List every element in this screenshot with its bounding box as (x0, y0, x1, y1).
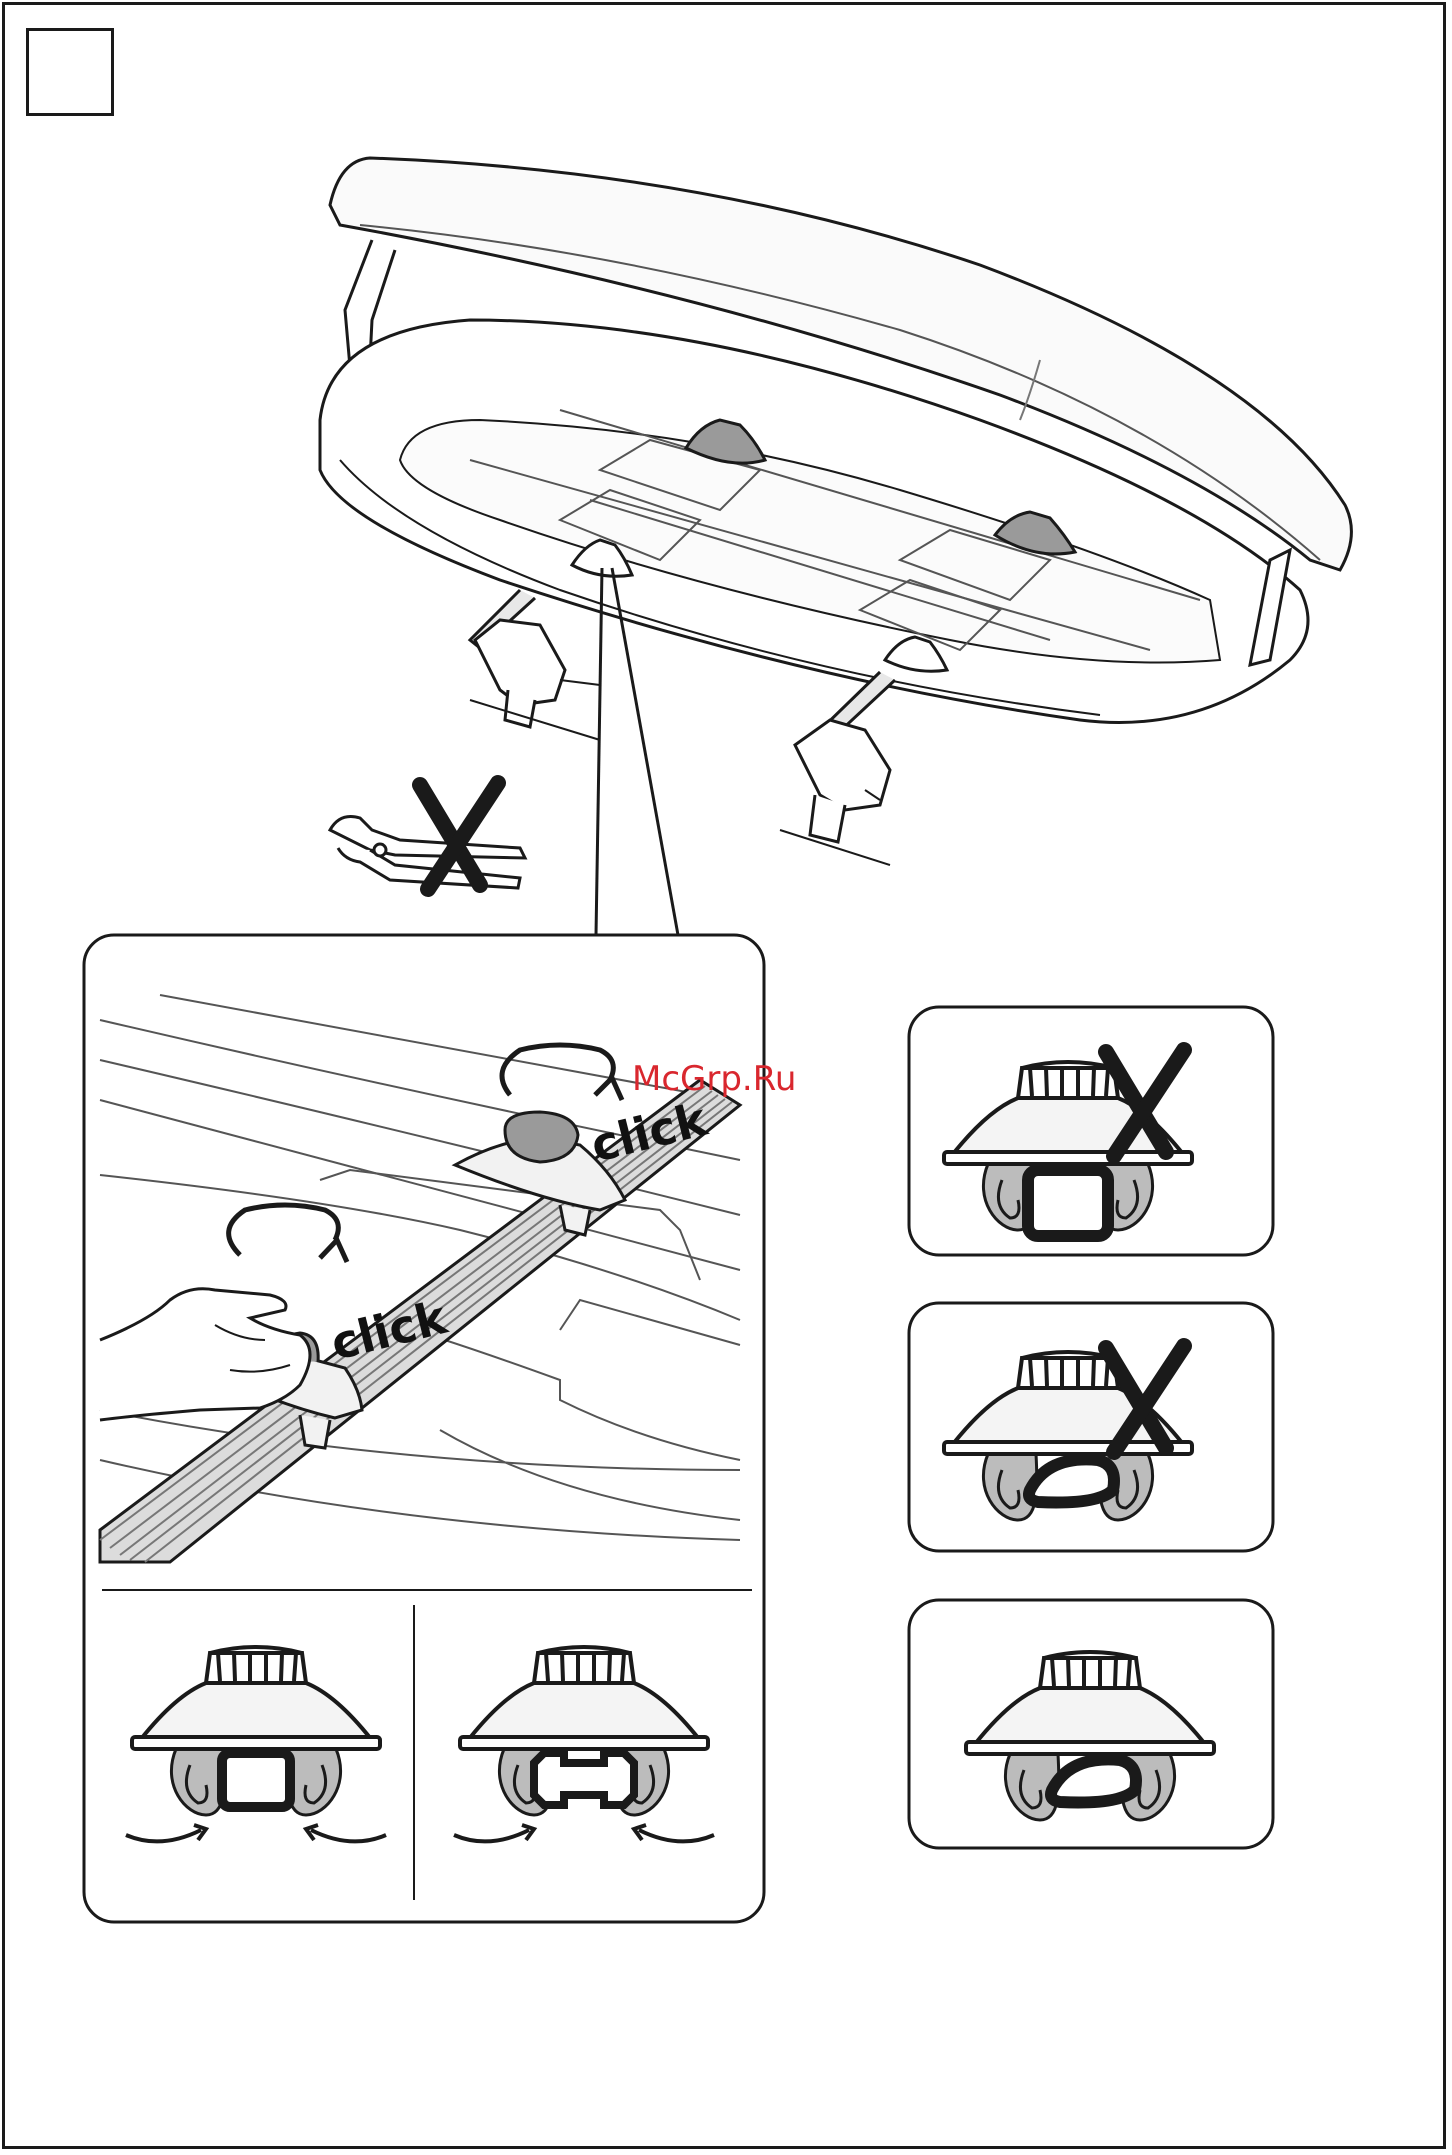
correct-fit-aero-bar-panel (909, 1600, 1273, 1848)
wrong-fit-aero-bar-panel (909, 1303, 1273, 1551)
watermark: McGrp.Ru (632, 1059, 796, 1099)
wrong-fit-square-bar-panel (909, 1007, 1273, 1255)
roof-box-illustration (320, 158, 1351, 865)
pliers-crossed-icon (330, 783, 525, 889)
detail-panel: click click McGrp.Ru (84, 935, 796, 1922)
